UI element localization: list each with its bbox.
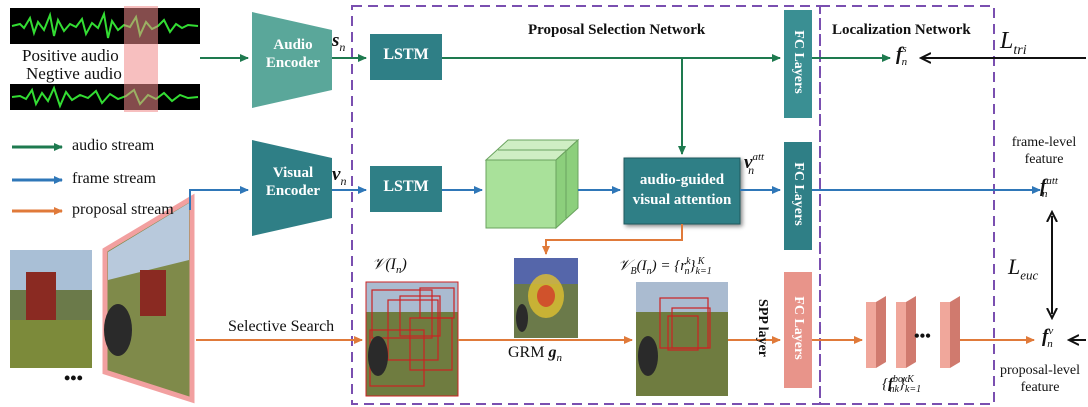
proposal-level-label: proposal-level feature (999, 363, 1081, 395)
legend-proposal-label: proposal stream (72, 201, 174, 218)
fc-layers-bottom (784, 272, 812, 388)
symbol-f-box: {fboxnk}k=1K (882, 374, 922, 395)
video-frames (10, 250, 92, 368)
candidate-proposals-image (365, 281, 459, 397)
psn-heading: Proposal Selection Network (528, 22, 706, 38)
grm-label: GRM gn (508, 344, 562, 365)
audio-encoder (252, 12, 332, 108)
loss-euc: Leuc (1008, 254, 1039, 284)
fc-bottom-label: FC Layers (791, 296, 806, 360)
symbol-f-s: fsn (896, 43, 908, 68)
symbol-v-att: vattn (744, 151, 765, 177)
lstm-mid-label: LSTM (383, 178, 429, 195)
visual-encoder (252, 140, 332, 236)
fc-layers-mid (784, 142, 812, 250)
negative-audio-waveform (10, 84, 200, 110)
lstm-top (370, 34, 442, 80)
symbol-v-in: 𝒱(In) (372, 256, 407, 277)
negative-audio-label: Negtive audio (26, 64, 122, 83)
lstm-top-label: LSTM (383, 46, 429, 63)
fc-top-label: FC Layers (791, 30, 806, 94)
spp-feature-blocks (866, 296, 960, 368)
loc-heading: Localization Network (832, 22, 971, 38)
selected-proposals-image (636, 282, 728, 396)
proposal-selection-region (351, 5, 821, 405)
positive-audio-label: Positive audio (22, 46, 119, 65)
legend-frame-label: frame stream (72, 170, 156, 187)
attention-module (623, 157, 741, 225)
attention-heatmap-image (514, 258, 578, 338)
symbol-s-n: sn (332, 30, 346, 54)
symbol-vb-in: 𝒱B(In) = {rkn}k=1K (618, 256, 712, 277)
loss-tri: Ltri (1000, 28, 1027, 58)
selected-frame (102, 193, 195, 404)
visual-encoder-label: Visual Encoder (265, 165, 321, 199)
selective-search-label: Selective Search (228, 318, 335, 335)
lstm-mid (370, 166, 442, 212)
symbol-f-v: fvn (1042, 325, 1054, 350)
symbol-f-att: fattn (1040, 175, 1058, 200)
arrow-attention-to-grm (542, 224, 683, 255)
fc-layers-top (784, 10, 812, 118)
attention-label: audio-guided visual attention (632, 172, 732, 208)
frames-ellipsis: ••• (64, 368, 83, 388)
spp-label: SPP layer (755, 299, 770, 357)
arrow-frame-to-encoder (189, 186, 249, 210)
fc-mid-label: FC Layers (791, 162, 806, 226)
symbol-v-n: vn (332, 164, 347, 188)
audio-highlight-window (124, 6, 158, 112)
frame-level-label: frame-level feature (1011, 135, 1077, 167)
spp-ellipsis: ••• (914, 328, 931, 345)
legend-audio-label: audio stream (72, 137, 155, 154)
positive-audio-waveform (10, 8, 200, 44)
audio-encoder-label: Audio Encoder (265, 37, 321, 71)
localization-region (819, 5, 995, 405)
feature-map-stack (484, 138, 580, 230)
